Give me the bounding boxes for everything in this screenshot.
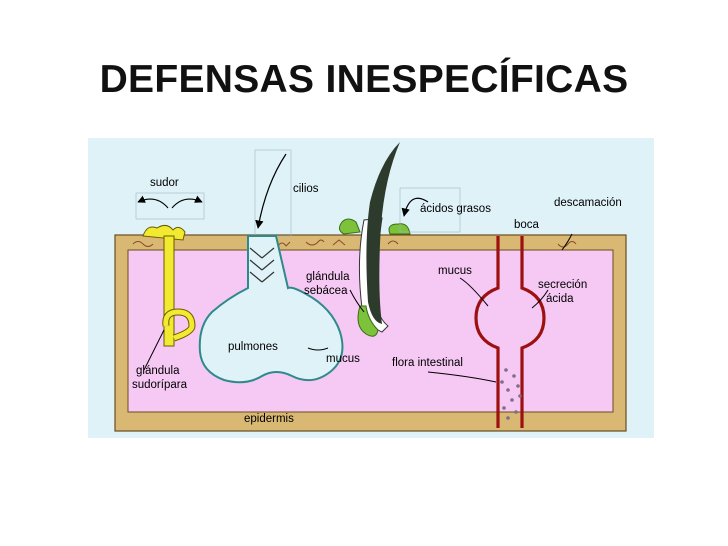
label-glandula-sebacea-1: glándula (306, 271, 350, 283)
label-pulmones: pulmones (228, 341, 278, 353)
label-secrecion: secreción (538, 279, 587, 291)
label-acida: ácida (546, 293, 574, 305)
sweat-gland (142, 224, 196, 347)
lungs (198, 235, 344, 384)
label-boca: boca (514, 219, 540, 231)
pointer-lines (143, 233, 573, 383)
label-descamacion: descamación (554, 197, 622, 209)
label-flora-intestinal: flora intestinal (392, 357, 463, 369)
acidos-grasos-arrow (401, 197, 429, 217)
sweat-pore-box (135, 192, 205, 220)
label-glandula-sebacea-2: sebácea (304, 285, 348, 297)
acidos-grasos-box (399, 187, 461, 233)
hair-follicle (338, 142, 411, 337)
intestinal-bacteria (500, 368, 522, 420)
skin-surface-lines (132, 239, 577, 248)
label-sudor: sudor (150, 177, 179, 189)
label-acidos-grasos: ácidos grasos (420, 203, 491, 215)
cilios-arrow (255, 153, 287, 229)
digestive-tract (474, 236, 546, 428)
label-mucus-bottom: mucus (326, 353, 360, 365)
slide-title: DEFENSAS INESPECÍFICAS (99, 58, 629, 101)
label-glandula-sudoripara-2: sudorípara (132, 379, 188, 391)
label-epidermis: epidermis (244, 413, 294, 425)
label-glandula-sudoripara-1: glándula (136, 365, 180, 377)
sudor-arrows (137, 195, 203, 209)
cilia (249, 247, 275, 283)
label-cilios: cilios (293, 183, 319, 195)
glandula-sebacea-pointer (349, 289, 365, 313)
label-mucus-top: mucus (438, 265, 472, 277)
body-defenses-diagram: sudor cilios ácidos grasos descamación b… (88, 138, 654, 438)
